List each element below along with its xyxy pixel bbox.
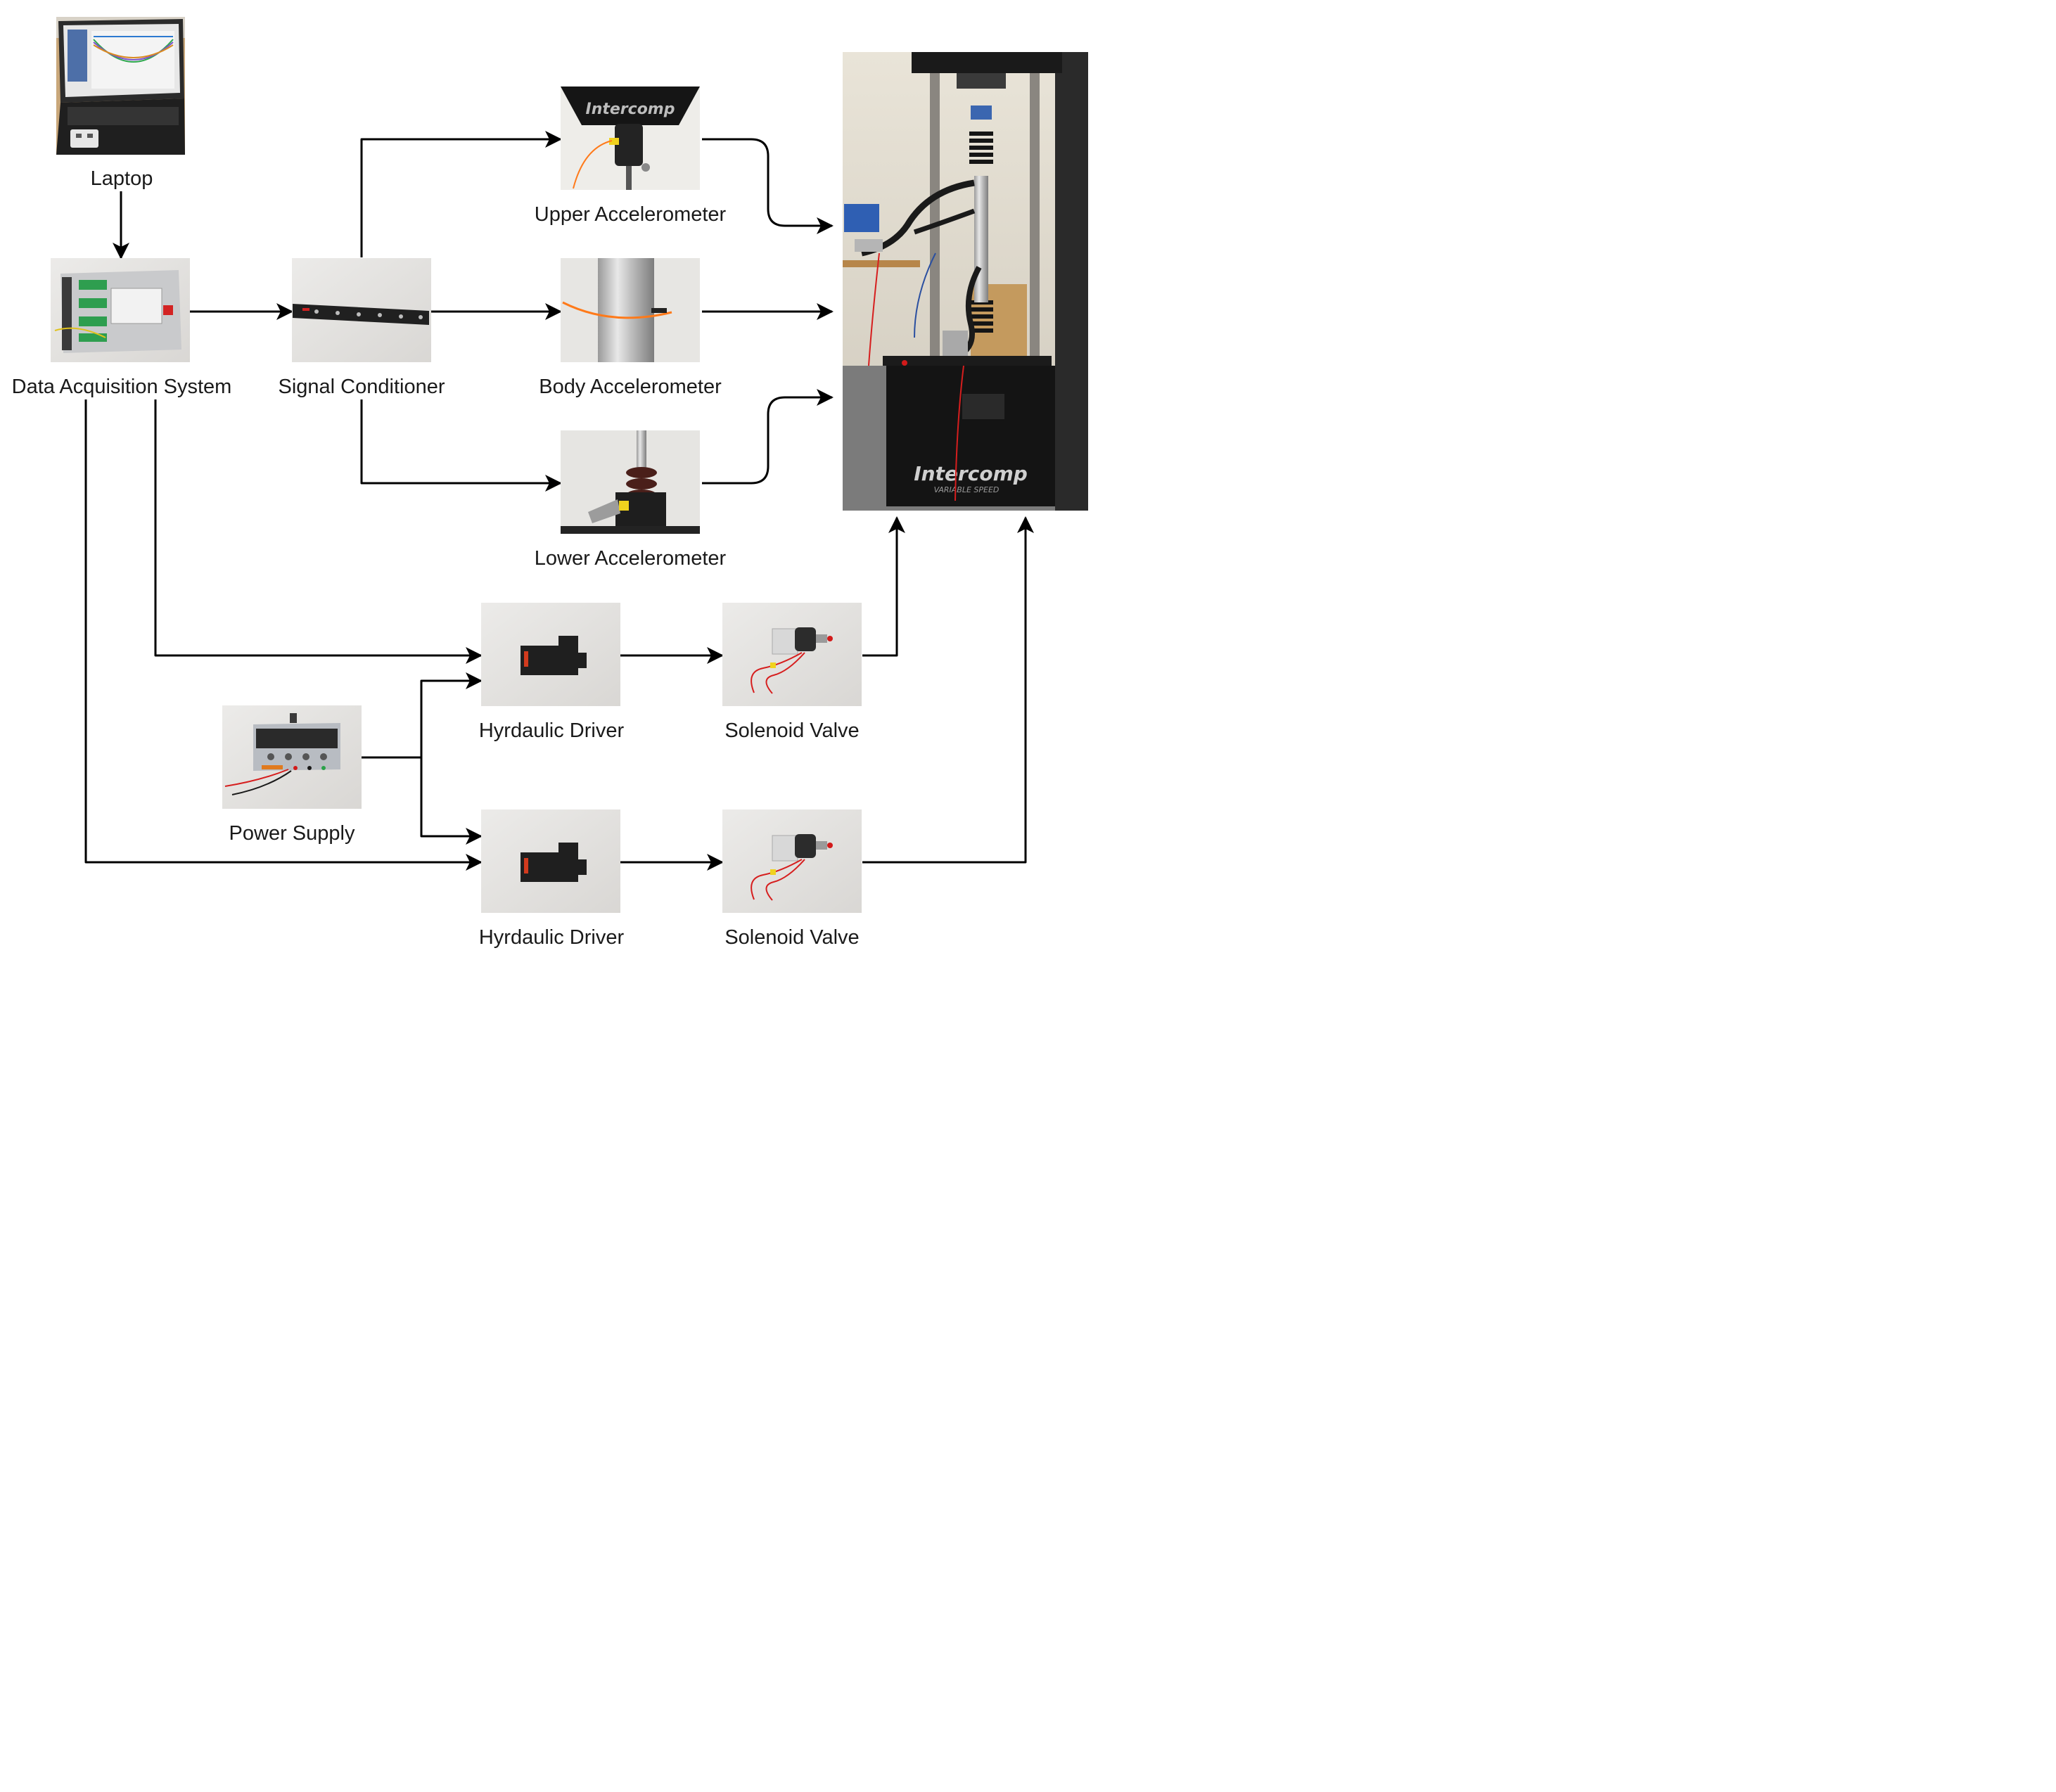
body-accelerometer-label: Body Accelerometer (539, 376, 722, 398)
daq-node: Data Acquisition System (12, 258, 232, 398)
daq-photo (51, 258, 190, 362)
laptop-node: Laptop (56, 17, 185, 190)
hydraulic-driver-2-label: Hyrdaulic Driver (479, 926, 625, 949)
test-setup-diagram: Laptop Data Acquisition System (12, 17, 1088, 949)
lower-accelerometer-photo (561, 430, 700, 534)
body-accelerometer-node: Body Accelerometer (539, 258, 722, 398)
arrow-daq-to-hydraulic-driver-2 (84, 399, 483, 871)
arrow-signal-to-lower-accelerometer (360, 399, 562, 492)
lower-accelerometer-node: Lower Accelerometer (535, 430, 727, 570)
solenoid-valve-2-label: Solenoid Valve (724, 926, 859, 949)
laptop-label: Laptop (91, 167, 153, 190)
solenoid-valve-2-node: Solenoid Valve (722, 809, 862, 949)
arrow-daq-to-hydraulic-driver-1 (154, 399, 483, 664)
rig-brand: Intercomp (914, 462, 1028, 485)
arrow-signal-to-upper-accelerometer (360, 131, 562, 257)
laptop-photo (56, 17, 185, 155)
upper-accelerometer-photo: Intercomp (561, 87, 700, 190)
upper-accel-brand: Intercomp (586, 101, 675, 118)
test-rig-node: Intercomp VARIABLE SPEED (843, 52, 1088, 511)
hydraulic-driver-2-node: Hyrdaulic Driver (479, 809, 625, 949)
signal-conditioner-node: Signal Conditioner (279, 258, 445, 398)
solenoid-valve-1-label: Solenoid Valve (724, 719, 859, 742)
arrow-power-to-hydraulic-driver-1 (362, 672, 483, 759)
solenoid-valve-2-photo (722, 809, 862, 913)
arrow-lower-accelerometer-to-rig (702, 389, 834, 485)
arrow-power-to-hydraulic-driver-2 (420, 757, 483, 845)
test-rig-photo: Intercomp VARIABLE SPEED (843, 52, 1088, 511)
connections (84, 131, 1034, 871)
signal-conditioner-label: Signal Conditioner (279, 376, 445, 398)
arrow-solenoid-1-to-rig (862, 516, 905, 657)
power-supply-label: Power Supply (229, 822, 355, 845)
upper-accelerometer-label: Upper Accelerometer (535, 203, 727, 226)
lower-accelerometer-label: Lower Accelerometer (535, 547, 727, 570)
arrow-solenoid-2-to-rig (862, 516, 1034, 864)
arrow-upper-accelerometer-to-rig (702, 138, 834, 234)
body-accelerometer-photo (561, 258, 700, 362)
upper-accelerometer-node: Intercomp Upper Accelerometer (535, 87, 727, 226)
hydraulic-driver-1-node: Hyrdaulic Driver (479, 603, 625, 742)
solenoid-valve-1-photo (722, 603, 862, 706)
signal-conditioner-photo (292, 258, 431, 362)
power-supply-photo (222, 705, 362, 809)
rig-subtitle: VARIABLE SPEED (934, 485, 1000, 494)
power-supply-node: Power Supply (222, 705, 362, 845)
daq-label: Data Acquisition System (12, 376, 232, 398)
hydraulic-driver-1-photo (481, 603, 620, 706)
hydraulic-driver-1-label: Hyrdaulic Driver (479, 719, 625, 742)
hydraulic-driver-2-photo (481, 809, 620, 913)
solenoid-valve-1-node: Solenoid Valve (722, 603, 862, 742)
